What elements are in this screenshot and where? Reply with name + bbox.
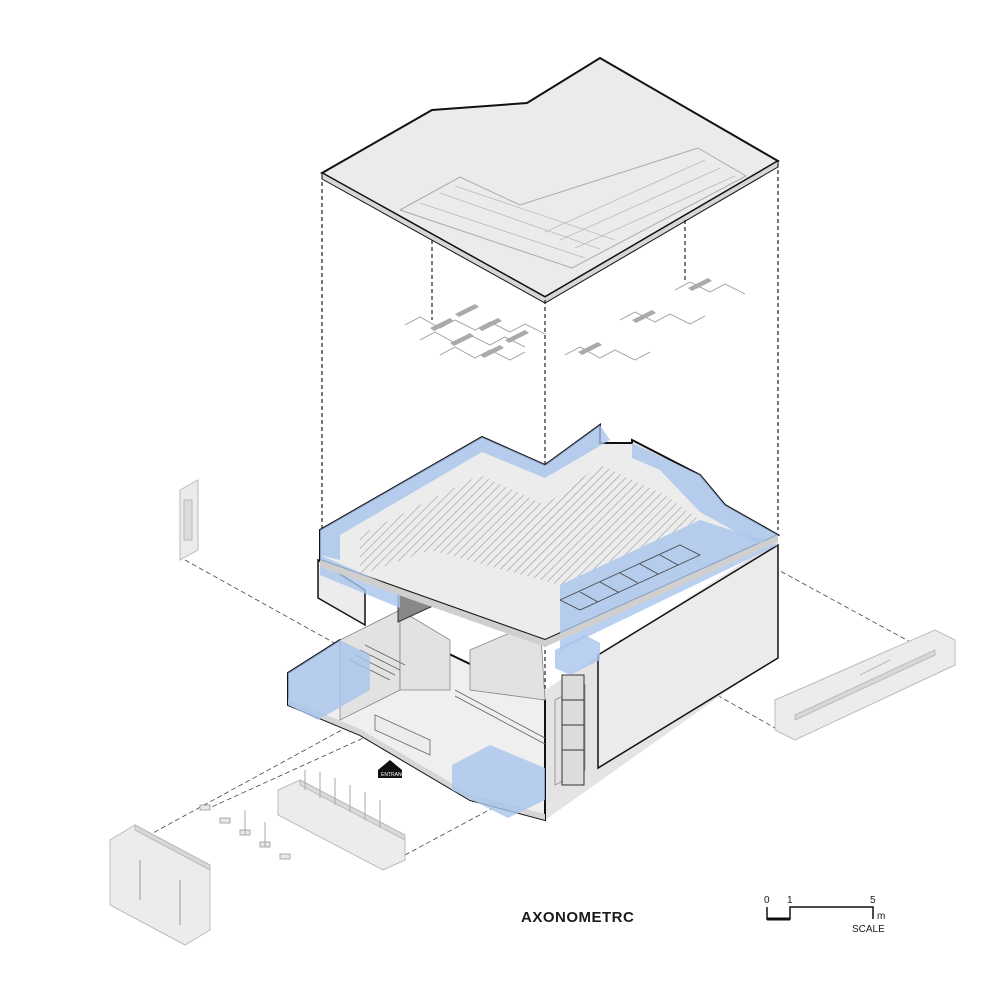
ceiling-plane	[319, 56, 780, 304]
exploded-booth	[109, 824, 211, 946]
light-bars-right	[578, 278, 712, 355]
ceiling-inner-outline	[399, 147, 748, 269]
light-fixtures-left	[404, 316, 546, 361]
scale-bar-graphic	[766, 906, 874, 921]
hatched-floor	[360, 465, 700, 585]
right-wall-face	[597, 543, 779, 770]
ground-floor-highlights	[288, 635, 600, 818]
entrance-marker: ENTRANCE	[378, 760, 409, 778]
ceiling-slab	[319, 56, 780, 299]
seating-row	[454, 689, 546, 745]
floor-edge-front	[288, 699, 545, 820]
ceiling-strips	[419, 159, 736, 259]
exploded-counter-right	[774, 629, 956, 741]
light-bars-left	[430, 304, 529, 358]
scale-tick-1: 1	[787, 895, 793, 906]
scale-unit: m	[877, 911, 886, 922]
scale-bar: 0 1 5 m SCALE	[760, 895, 900, 945]
drawing-title: AXONOMETRC	[521, 909, 635, 926]
exploded-shelving-front	[277, 770, 406, 871]
scale-tick-0: 0	[764, 895, 770, 906]
shelving-tower	[561, 674, 585, 786]
scale-tick-5: 5	[870, 895, 876, 906]
bookshelf-grid	[559, 544, 701, 611]
scale-label: SCALE	[852, 924, 885, 935]
entrance-label: ENTRANCE	[381, 772, 409, 778]
exploded-stools	[199, 804, 291, 860]
exploded-wall-panel-left	[179, 479, 199, 561]
reception-desk	[374, 714, 431, 756]
light-fixtures-right	[564, 281, 746, 361]
upper-floor-slab	[319, 423, 781, 650]
